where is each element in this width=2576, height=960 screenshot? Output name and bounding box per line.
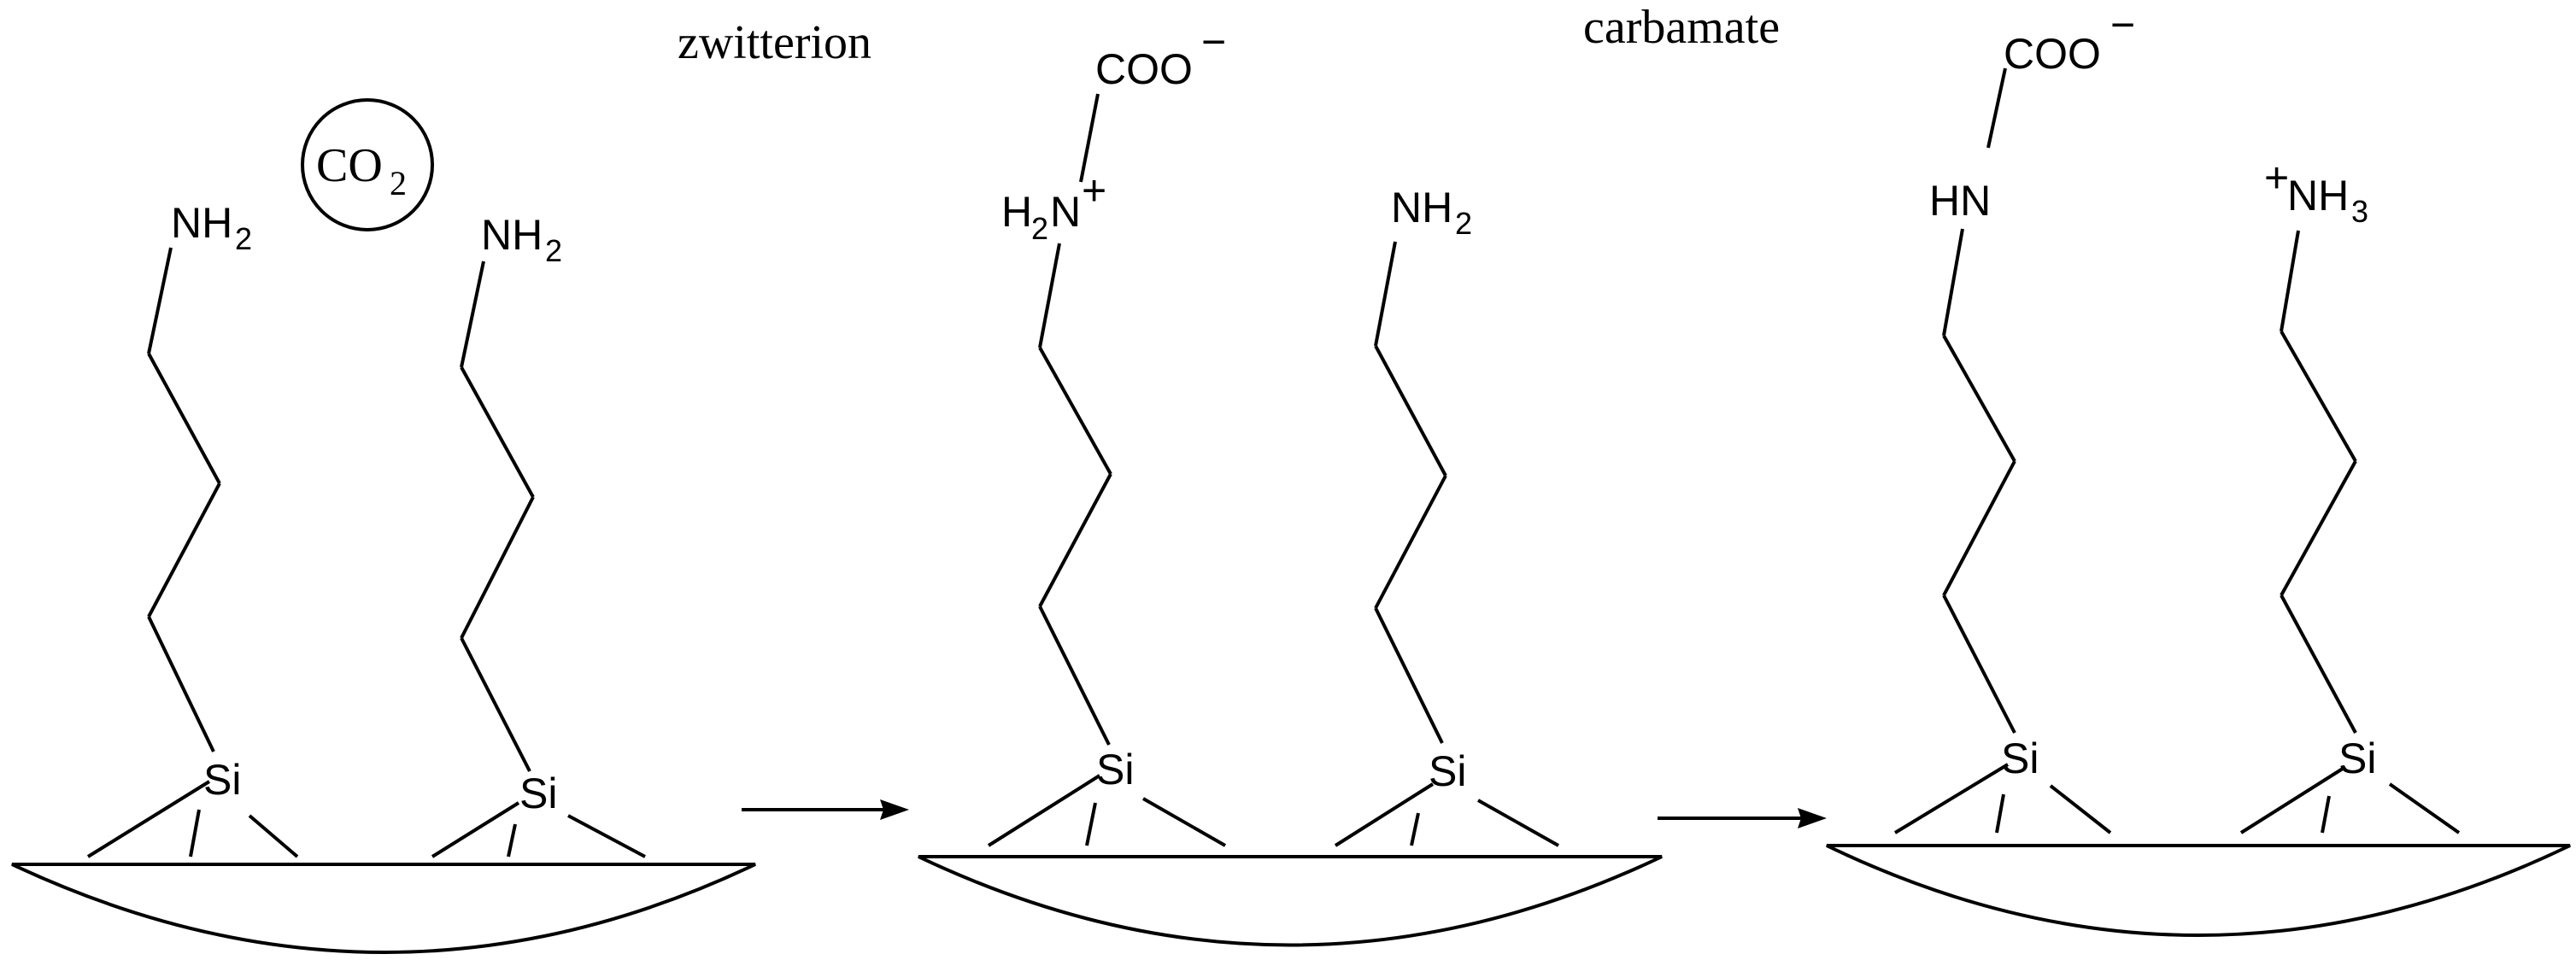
amine-subscript: 2 [1455, 206, 1472, 241]
reaction-arrow-icon [742, 799, 909, 820]
panel-zwitterion: zwitterion Si H 2 N + COO − [678, 16, 1663, 947]
ammonium-charge: + [1082, 167, 1106, 214]
silicon-label: Si [519, 770, 557, 817]
silica-surface-icon [11, 863, 756, 954]
carbamate-chain: Si HN COO − [1893, 1, 2135, 834]
ammonium-N-label: N [1050, 188, 1081, 236]
silica-surface-icon [1826, 844, 2571, 937]
zwitterion-caption: zwitterion [678, 16, 871, 69]
carboxylate-label: COO [1095, 45, 1193, 93]
silicon-label: Si [1429, 747, 1466, 795]
co2-label: CO [316, 139, 383, 192]
amine-label: NH [1391, 184, 1452, 231]
carbamate-caption: carbamate [1583, 1, 1780, 54]
amine-label: NH [171, 199, 232, 247]
amine-label: NH [481, 211, 543, 259]
aminopropyl-chain-left: Si NH 2 [86, 199, 299, 858]
silicon-label: Si [2001, 735, 2039, 782]
carboxylate-charge: − [1201, 18, 1226, 66]
zwitterion-chain: Si H 2 N + COO − [987, 18, 1226, 847]
ammonium-chain: Si + NH 3 [2239, 154, 2461, 834]
protonated-charge: + [2264, 154, 2289, 202]
carboxylate-label: COO [2004, 30, 2101, 78]
silicon-label: Si [1096, 746, 1134, 793]
co2-circle-icon [301, 98, 434, 231]
silicon-label: Si [2338, 735, 2376, 782]
panel-carbamate: carbamate Si HN COO − Si + [1583, 1, 2571, 937]
reaction-arrow-icon [1658, 808, 1827, 828]
ammonium-subscript: 2 [1031, 211, 1048, 246]
carboxylate-charge: − [2110, 1, 2135, 49]
silica-surface-icon [918, 855, 1663, 947]
aminopropyl-chain-right: Si NH 2 [431, 211, 646, 858]
carbamate-N-label: HN [1929, 177, 1991, 225]
ammonium-H-label: H [1001, 188, 1032, 236]
protonated-subscript: 3 [2351, 194, 2368, 229]
aminopropyl-chain-right: Si NH 2 [1334, 184, 1559, 847]
amine-subscript: 2 [235, 221, 252, 256]
protonated-amine-label: NH [2287, 172, 2349, 220]
panel-reactants: Si NH 2 Si NH 2 CO 2 [11, 98, 756, 954]
co2-subscript: 2 [390, 164, 407, 202]
silicon-label: Si [203, 756, 241, 804]
co2-reagent: CO 2 [301, 98, 434, 231]
amine-subscript: 2 [545, 233, 562, 268]
